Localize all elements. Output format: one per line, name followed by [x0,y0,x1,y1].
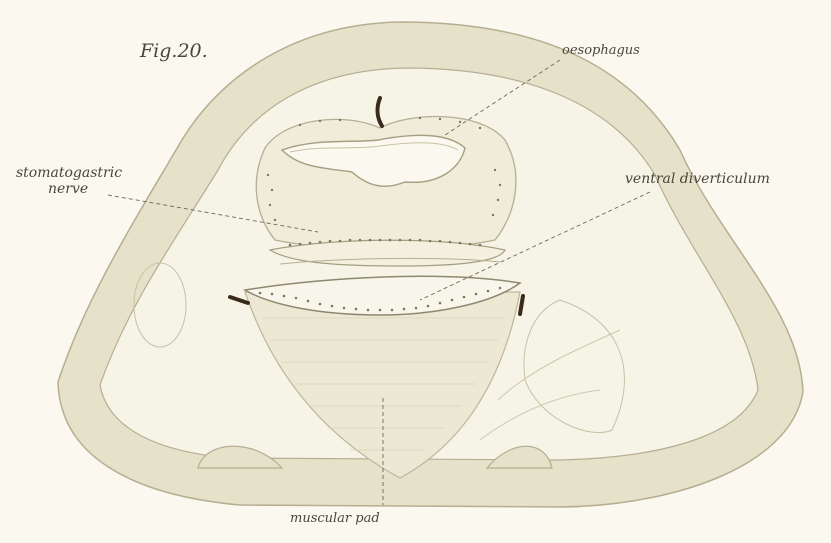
muscular-pad-label: muscular pad [290,512,380,525]
figure-number: Fig.20. [140,42,208,61]
ventral-diverticulum-label: ventral diverticulum [625,172,770,186]
oesophagus-label: oesophagus [562,44,640,57]
stomatogastric-label: stomatogastric [16,166,122,180]
nerve-label: nerve [48,182,88,196]
